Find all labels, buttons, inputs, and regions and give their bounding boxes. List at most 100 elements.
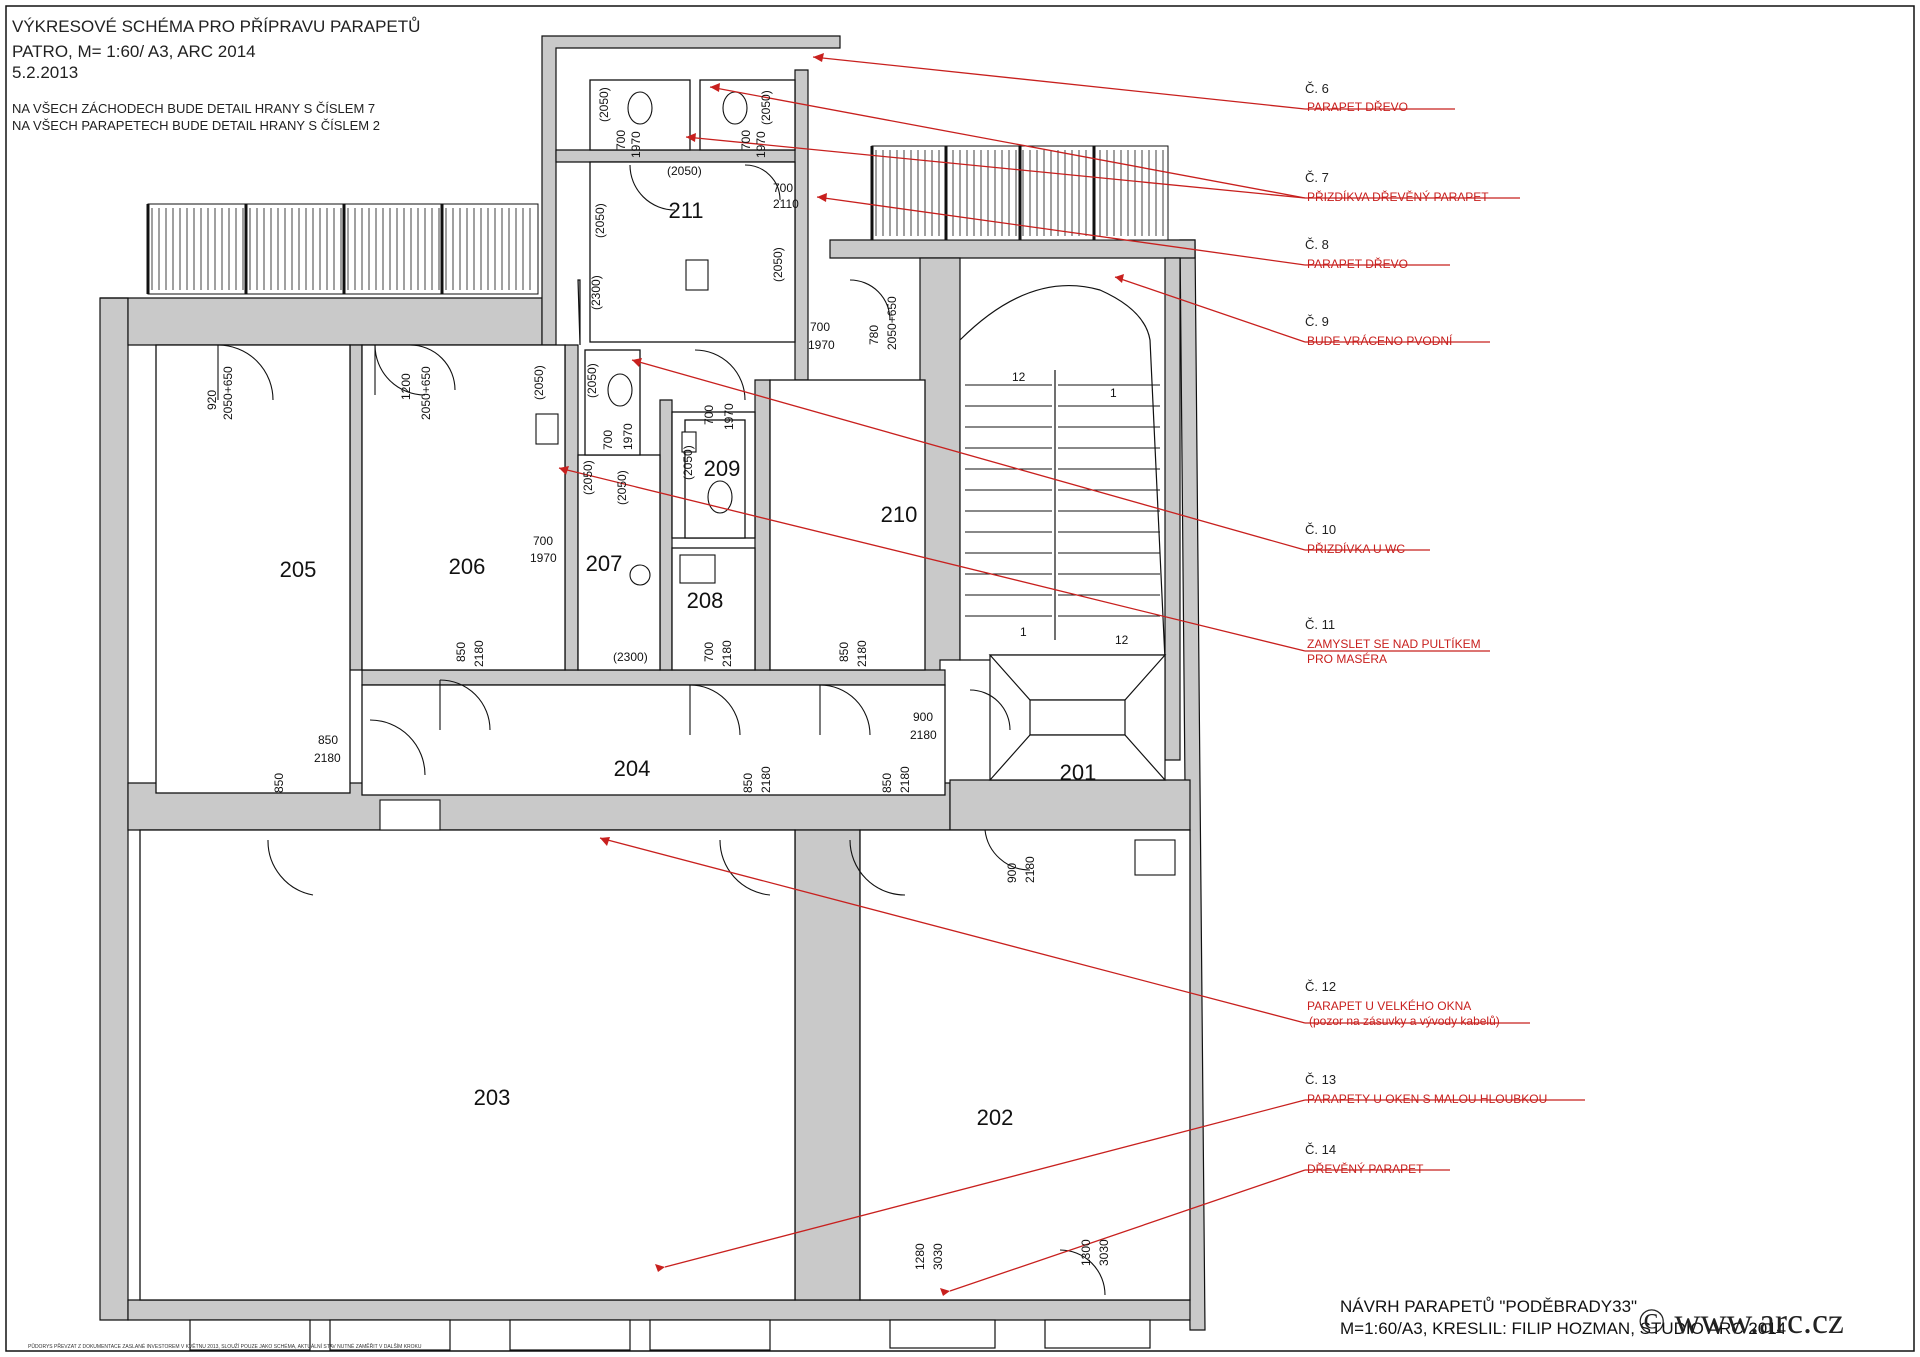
note-7-id: Č. 7	[1305, 170, 1329, 185]
dim: 1	[1020, 625, 1027, 639]
dim: 700	[702, 405, 716, 425]
note-12-text-2: (pozor na zásuvky a vývody kabelů)	[1309, 1014, 1500, 1028]
room-labels: 201 202 203 204 205 206 207 208 209 210 …	[280, 198, 1097, 1130]
dim: (2050)	[532, 365, 546, 400]
dim: 850	[318, 733, 338, 747]
dim: 1970	[629, 131, 643, 158]
dim: 700	[773, 181, 793, 195]
room-210-area	[769, 379, 926, 671]
dim: 780	[867, 325, 881, 345]
dim: 2180	[720, 640, 734, 667]
room-label-209: 209	[704, 456, 741, 481]
dim: (2050)	[585, 363, 599, 398]
room-label-205: 205	[280, 557, 317, 582]
dim: (2050)	[667, 164, 702, 178]
room-label-208: 208	[687, 588, 724, 613]
dim: (2050)	[681, 445, 695, 480]
dim: 3030	[931, 1243, 945, 1270]
drawing-note-1: NA VŠECH ZÁCHODECH BUDE DETAIL HRANY S Č…	[12, 101, 376, 116]
dim: (2050)	[581, 460, 595, 495]
dim: 2050+650	[885, 296, 899, 350]
drawing-date: 5.2.2013	[12, 63, 79, 82]
dim: 700	[702, 642, 716, 662]
dim: (2050)	[593, 203, 607, 238]
room-205-area	[155, 344, 351, 794]
dim: 700	[739, 130, 753, 150]
dim: 850	[837, 642, 851, 662]
note-13-id: Č. 13	[1305, 1072, 1337, 1087]
dim: 1300	[1079, 1239, 1093, 1266]
dim: 2050+650	[419, 366, 433, 420]
note-underlines	[1305, 108, 1585, 1171]
room-label-206: 206	[449, 554, 486, 579]
room-label-203: 203	[474, 1085, 511, 1110]
leader-lines	[558, 56, 1306, 1292]
note-11-text: ZAMYSLET SE NAD PULTÍKEM	[1307, 637, 1481, 651]
wc-right-upper	[699, 79, 796, 151]
note-11-text-2: PRO MASÉRA	[1307, 652, 1388, 666]
note-14-text: DŘEVĚNÝ PARAPET	[1307, 1162, 1424, 1176]
dim: 850	[454, 642, 468, 662]
dim: 1280	[913, 1243, 927, 1270]
balconies	[146, 145, 1169, 295]
note-9-text: BUDE VRÁCENO PVODNÍ	[1307, 334, 1453, 348]
drawing-title: VÝKRESOVÉ SCHÉMA PRO PŘÍPRAVU PARAPETŮ	[12, 17, 421, 36]
dim: 700	[533, 534, 553, 548]
dim: 3030	[1097, 1239, 1111, 1266]
room-label-211: 211	[668, 198, 703, 223]
room-label-201: 201	[1060, 760, 1097, 785]
dim: (2050)	[615, 470, 629, 505]
dim: 1970	[722, 403, 736, 430]
dim: (2050)	[771, 247, 785, 282]
drawing-scale: PATRO, M= 1:60/ A3, ARC 2014	[12, 42, 256, 61]
tiny-footnote: PŮDORYS PŘEVZAT Z DOKUMENTACE ZASLANÉ IN…	[28, 1342, 422, 1350]
room-202-area	[859, 829, 1191, 1301]
dim: 2180	[910, 728, 937, 742]
dim: (2300)	[589, 275, 603, 310]
note-10-text: PŘIZDÍVKA U WC	[1307, 542, 1406, 556]
dim: 2180	[759, 766, 773, 793]
dim: 850	[880, 773, 894, 793]
room-203-area	[139, 829, 796, 1301]
dim: 700	[601, 430, 615, 450]
footer-title: NÁVRH PARAPETŮ "PODĚBRADY33"	[1340, 1297, 1638, 1316]
dim: 920	[205, 390, 219, 410]
note-6-text: PARAPET DŘEVO	[1307, 100, 1408, 114]
dimension-labels: (2050) 700 1970 (2050) 700 1970 (2050) 7…	[205, 87, 1129, 1270]
note-7-text: PŘIZDÍKVA DŘEVĚNÝ PARAPET	[1307, 190, 1489, 204]
note-11-id: Č. 11	[1305, 617, 1336, 632]
note-12-id: Č. 12	[1305, 979, 1337, 994]
note-9-id: Č. 9	[1305, 314, 1329, 329]
room-211-area	[589, 161, 796, 343]
staircase	[959, 284, 1167, 781]
room-label-210: 210	[881, 502, 918, 527]
dim: 2180	[472, 640, 486, 667]
dim: 2180	[855, 640, 869, 667]
note-14-id: Č. 14	[1305, 1142, 1337, 1157]
room-label-202: 202	[977, 1105, 1014, 1130]
dim: 850	[272, 773, 286, 793]
drawing-note-2: NA VŠECH PARAPETECH BUDE DETAIL HRANY S …	[12, 118, 380, 133]
room-label-204: 204	[614, 756, 651, 781]
dim: 12	[1115, 633, 1129, 647]
windows-bottom	[189, 1319, 1151, 1351]
dim: 900	[1005, 863, 1019, 883]
room-outlines	[139, 79, 1191, 1301]
fixtures	[379, 91, 1176, 876]
dim: 1970	[621, 423, 635, 450]
note-8-id: Č. 8	[1305, 237, 1329, 252]
note-12-text: PARAPET U VELKÉHO OKNA	[1307, 999, 1472, 1013]
leader-arrowheads	[559, 53, 1124, 1296]
dim: (2050)	[597, 87, 611, 122]
dim: 1	[1110, 386, 1117, 400]
room-206-area	[361, 344, 566, 671]
dim: 1970	[530, 551, 557, 565]
footer-author: M=1:60/A3, KRESLIL: FILIP HOZMAN, STUDIO…	[1340, 1319, 1787, 1338]
note-13-text: PARAPETY U OKEN S MALOU HLOUBKOU	[1307, 1092, 1548, 1106]
dim: 1970	[754, 131, 768, 158]
dim: 12	[1012, 370, 1026, 384]
dim: 700	[614, 130, 628, 150]
dim: 900	[913, 710, 933, 724]
room-204-area	[361, 684, 946, 796]
